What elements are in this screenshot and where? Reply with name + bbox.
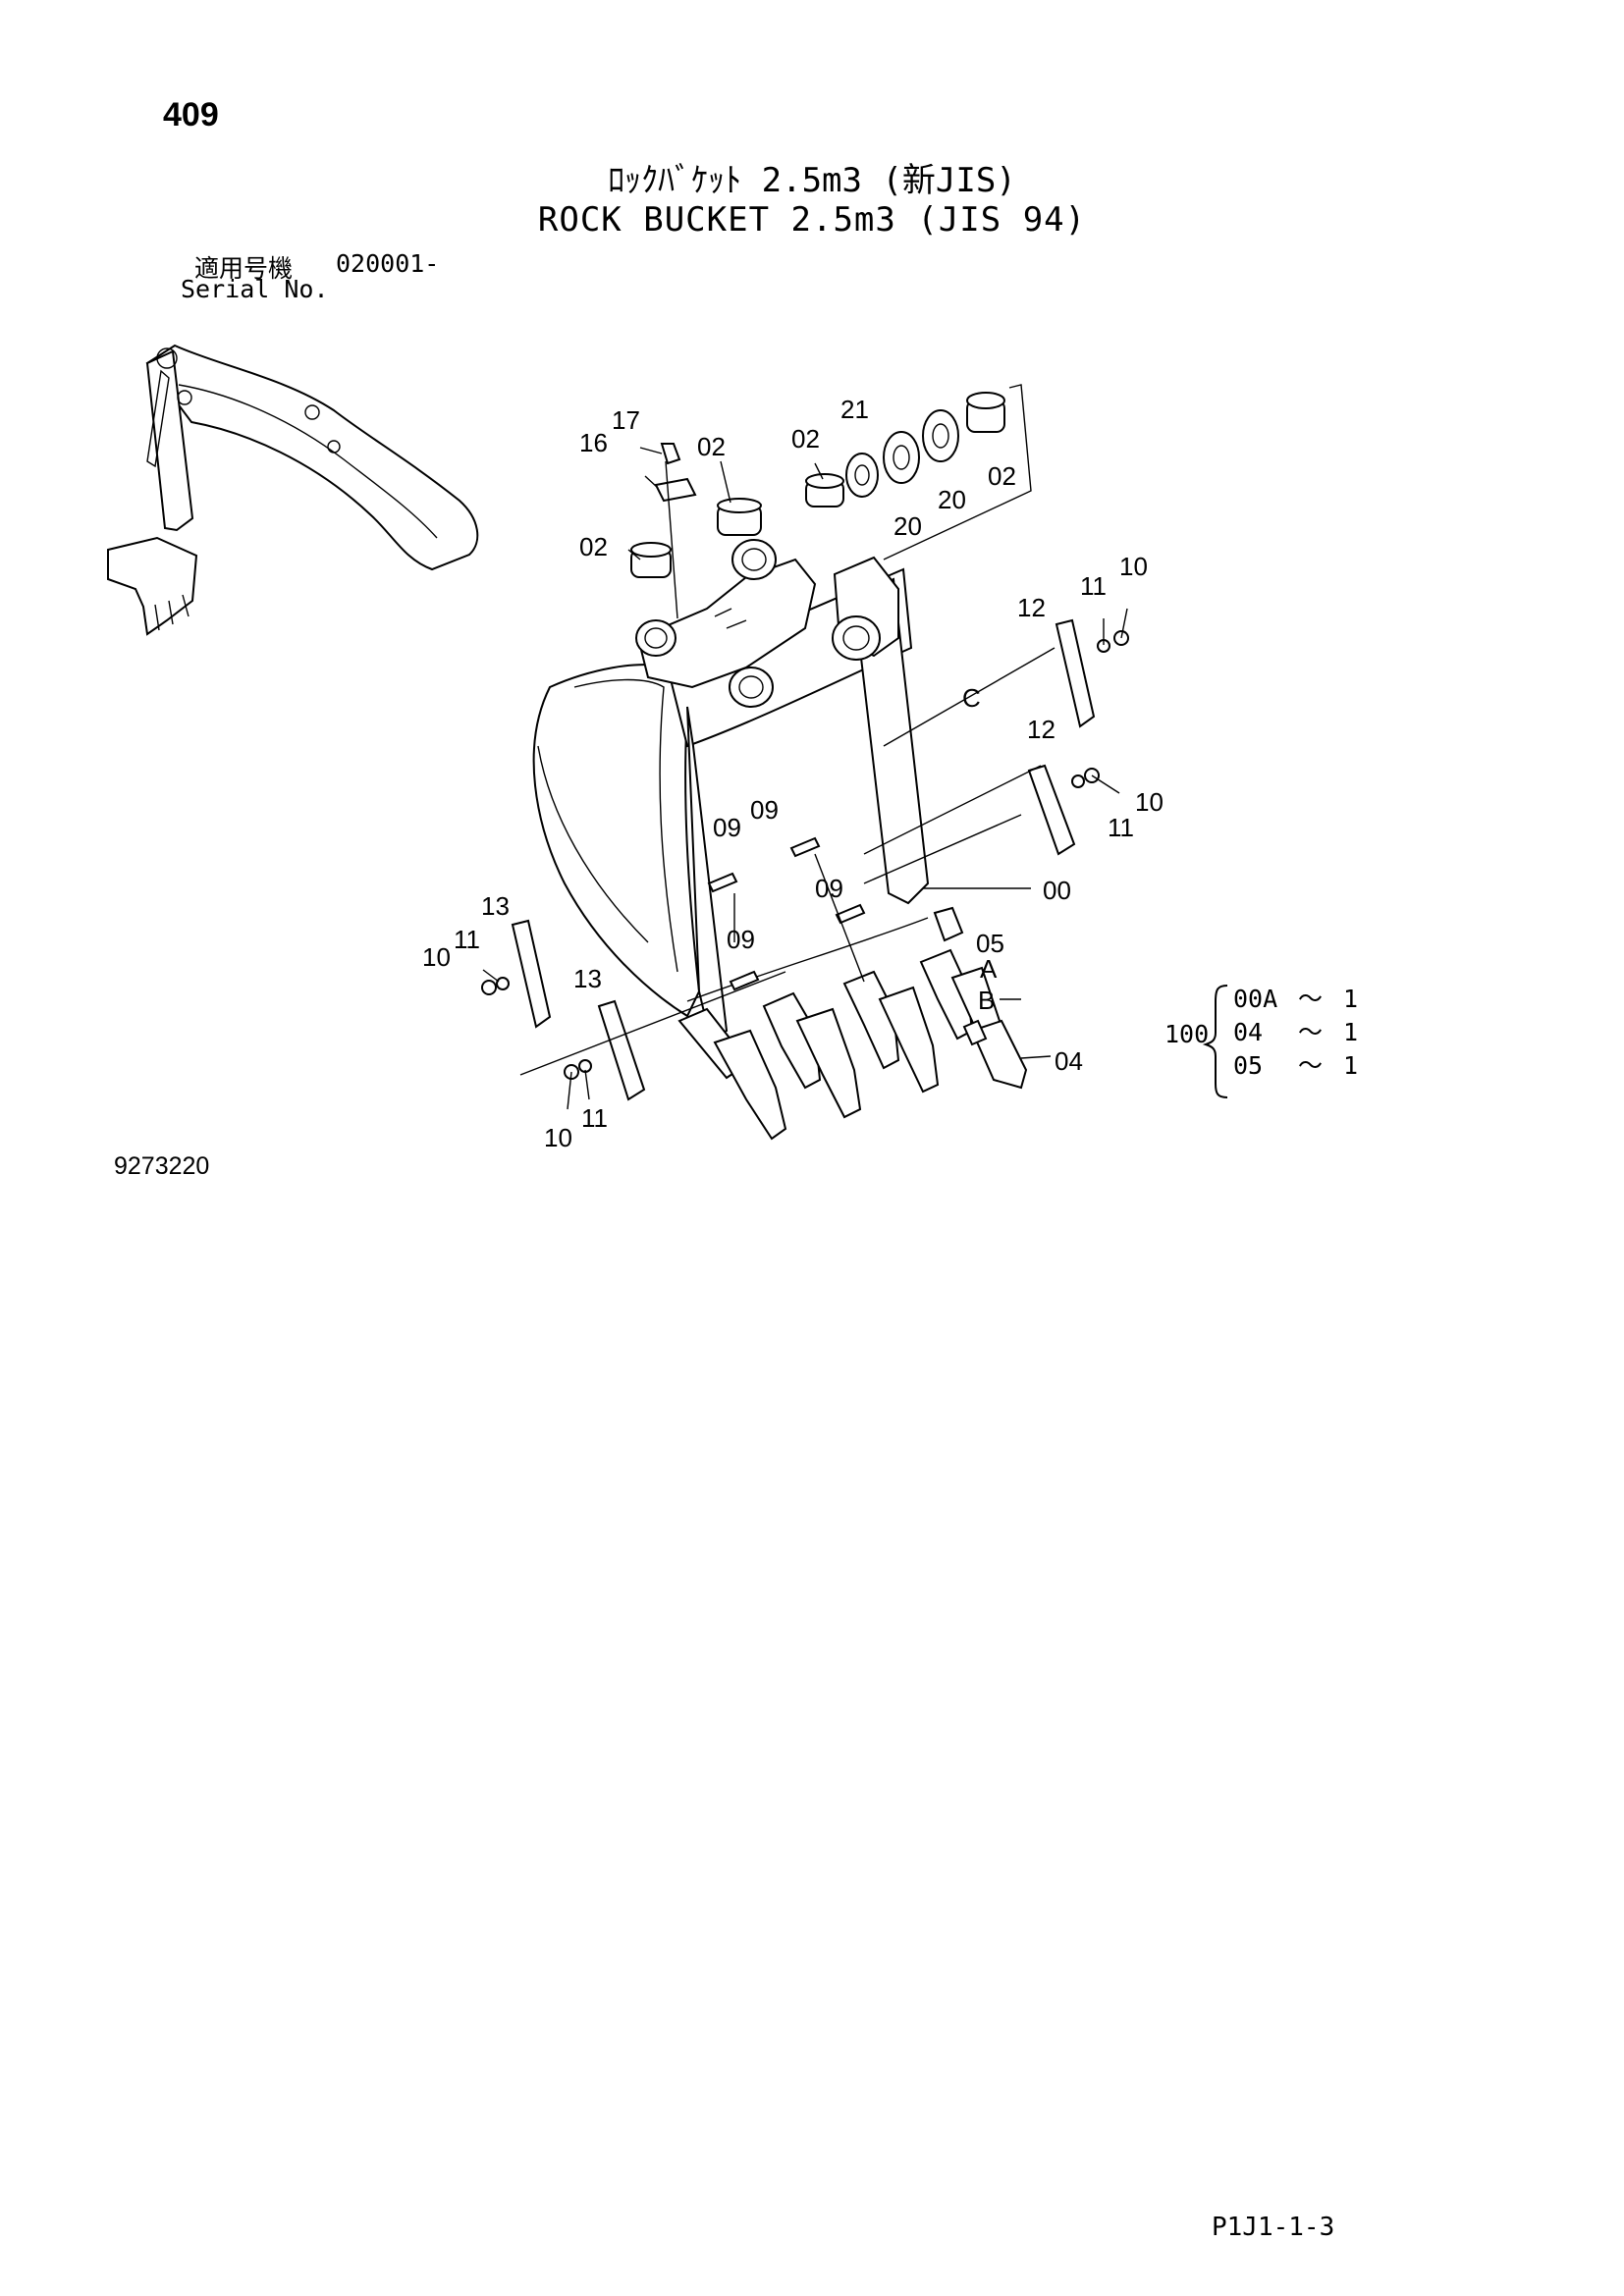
callout-02: 02 xyxy=(697,432,726,461)
kit-row-quantity: 1 xyxy=(1343,1018,1358,1046)
callout-label-a: A xyxy=(980,954,998,984)
kit-row-quantity: 1 xyxy=(1343,985,1358,1013)
callout-09: 09 xyxy=(713,813,741,842)
callout-10: 10 xyxy=(544,1123,572,1152)
callout-09: 09 xyxy=(750,795,779,825)
figure-number: 9273220 xyxy=(114,1152,210,1180)
callout-10: 10 xyxy=(1135,787,1164,817)
bolts xyxy=(707,836,866,991)
callout-05: 05 xyxy=(976,929,1004,958)
callout-20: 20 xyxy=(938,485,966,514)
callout-00: 00 xyxy=(1043,876,1071,905)
kit-brace xyxy=(1202,985,1228,1098)
callout-12: 12 xyxy=(1017,593,1046,622)
top-exploded-parts xyxy=(630,392,1005,578)
serial-label-japanese: 適用号機 xyxy=(194,254,294,283)
callout-16: 16 xyxy=(579,428,608,457)
callout-label-c: C xyxy=(962,683,981,713)
kit-row-separator: 〜 xyxy=(1298,1051,1323,1080)
kit-list: 100 00A 〜 1 04 〜 1 05 〜 1 xyxy=(1164,985,1358,1080)
kit-row-quantity: 1 xyxy=(1343,1051,1358,1080)
serial-number-value: 020001- xyxy=(336,249,440,278)
callout-20: 20 xyxy=(893,511,922,541)
kit-row-separator: 〜 xyxy=(1298,985,1323,1013)
callout-13: 13 xyxy=(481,891,510,921)
callout-02: 02 xyxy=(579,532,608,561)
kit-number: 100 xyxy=(1164,1020,1209,1048)
bucket-bosses xyxy=(635,539,899,708)
kit-row-part: 00A xyxy=(1233,985,1277,1013)
callout-12: 12 xyxy=(1027,715,1056,744)
callout-11: 11 xyxy=(454,925,480,954)
bucket-body xyxy=(532,567,930,1042)
callout-09: 09 xyxy=(727,925,755,954)
serial-label-english: Serial No. xyxy=(181,275,329,303)
kit-row-part: 05 xyxy=(1233,1051,1263,1080)
callout-21: 21 xyxy=(840,395,869,424)
side-cutters xyxy=(481,618,1129,1101)
callout-10: 10 xyxy=(1119,552,1148,581)
title-english: ROCK BUCKET 2.5m3 (JIS 94) xyxy=(537,200,1087,240)
callout-02: 02 xyxy=(791,424,820,454)
callout-label-b: B xyxy=(978,986,995,1015)
callout-13: 13 xyxy=(573,964,602,993)
leader-lines xyxy=(482,384,1128,1110)
callout-11: 11 xyxy=(1080,571,1107,601)
page-number: 409 xyxy=(163,96,219,133)
callout-09: 09 xyxy=(815,874,843,903)
callout-11: 11 xyxy=(581,1103,608,1133)
kit-row-separator: 〜 xyxy=(1298,1018,1323,1046)
callout-labels: 17 16 02 02 21 02 20 20 02 11 10 12 C 12… xyxy=(422,395,1164,1152)
title-japanese: ﾛｯｸﾊﾞｹｯﾄ 2.5m3 (新JIS) xyxy=(608,161,1016,200)
callout-04: 04 xyxy=(1055,1046,1083,1076)
teeth-row xyxy=(677,906,1028,1141)
page-code: P1J1-1-3 xyxy=(1212,2213,1335,2242)
kit-row-part: 04 xyxy=(1233,1018,1263,1046)
excavator-thumbnail xyxy=(107,344,479,636)
callout-11: 11 xyxy=(1108,813,1134,842)
callout-17: 17 xyxy=(612,405,640,435)
callout-10: 10 xyxy=(422,942,451,972)
callout-02: 02 xyxy=(988,461,1016,491)
